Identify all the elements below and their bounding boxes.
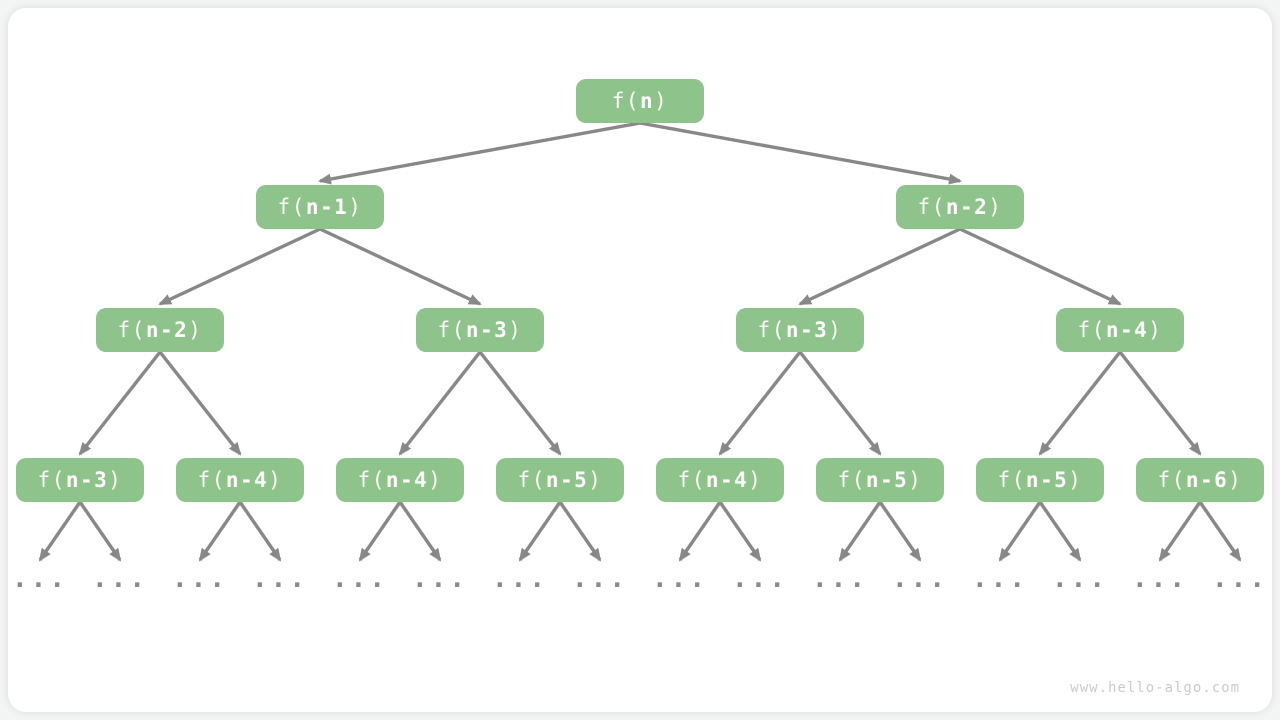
node-label: f(n-4): [357, 468, 443, 492]
tree-node: f(n-3): [16, 458, 144, 502]
watermark: www.hello-algo.com: [1070, 680, 1240, 696]
tree-node: f(n): [576, 79, 704, 123]
tree-node: f(n-4): [176, 458, 304, 502]
ellipsis-leaf: ...: [412, 564, 468, 594]
tree-node: f(n-5): [976, 458, 1104, 502]
tree-node: f(n-5): [816, 458, 944, 502]
tree-node: f(n-4): [336, 458, 464, 502]
ellipsis-leaf: ...: [1212, 564, 1268, 594]
ellipsis-leaf: ...: [252, 564, 308, 594]
ellipsis-leaf: ...: [972, 564, 1028, 594]
tree-node: f(n-5): [496, 458, 624, 502]
tree-node: f(n-2): [896, 185, 1024, 229]
ellipsis-leaf: ...: [1132, 564, 1188, 594]
node-label: f(n-5): [517, 468, 603, 492]
node-label: f(n-2): [117, 318, 203, 342]
node-label: f(n): [611, 89, 669, 113]
ellipsis-leaf: ...: [892, 564, 948, 594]
node-label: f(n-3): [437, 318, 523, 342]
node-label: f(n-2): [917, 195, 1003, 219]
tree-node: f(n-4): [1056, 308, 1184, 352]
ellipsis-leaf: ...: [492, 564, 548, 594]
tree-node: f(n-4): [656, 458, 784, 502]
node-label: f(n-3): [37, 468, 123, 492]
node-label: f(n-6): [1157, 468, 1243, 492]
node-label: f(n-3): [757, 318, 843, 342]
tree-node: f(n-3): [416, 308, 544, 352]
node-label: f(n-4): [677, 468, 763, 492]
ellipsis-leaf: ...: [1052, 564, 1108, 594]
ellipsis-leaf: ...: [92, 564, 148, 594]
tree-node: f(n-1): [256, 185, 384, 229]
node-label: f(n-4): [197, 468, 283, 492]
ellipsis-leaf: ...: [572, 564, 628, 594]
tree-node: f(n-6): [1136, 458, 1264, 502]
tree-node: f(n-2): [96, 308, 224, 352]
ellipsis-leaf: ...: [332, 564, 388, 594]
node-label: f(n-5): [837, 468, 923, 492]
node-label: f(n-5): [997, 468, 1083, 492]
ellipsis-leaf: ...: [12, 564, 68, 594]
ellipsis-leaf: ...: [732, 564, 788, 594]
tree-node: f(n-3): [736, 308, 864, 352]
ellipsis-leaf: ...: [812, 564, 868, 594]
ellipsis-leaf: ...: [652, 564, 708, 594]
node-label: f(n-4): [1077, 318, 1163, 342]
node-label: f(n-1): [277, 195, 363, 219]
ellipsis-leaf: ...: [172, 564, 228, 594]
